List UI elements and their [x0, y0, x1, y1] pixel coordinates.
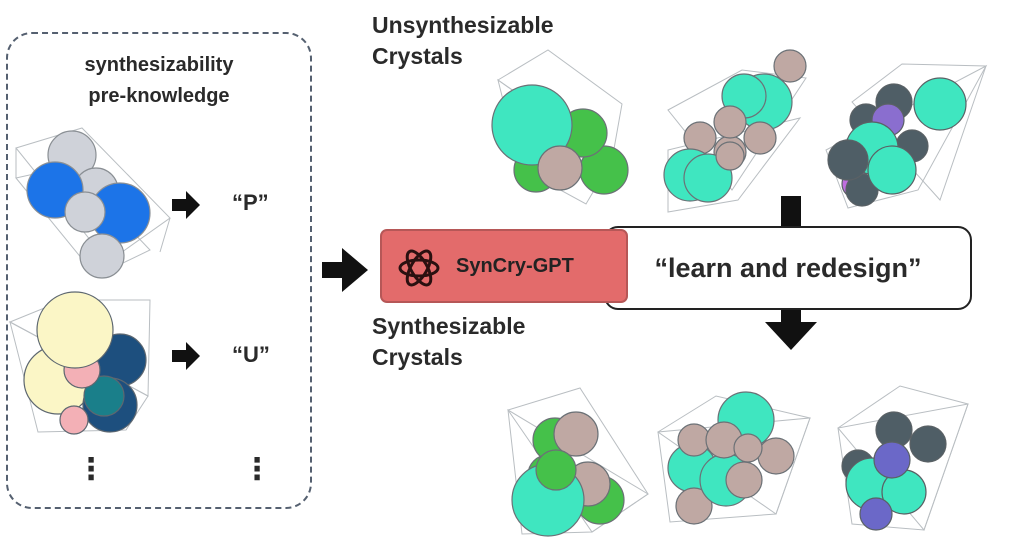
- crystal-u: [8, 291, 151, 435]
- label-p: “P”: [232, 190, 269, 215]
- crystal-unsynth-2: [663, 49, 807, 213]
- learn-redesign-box: [604, 226, 972, 310]
- crystal-synth-1: [507, 387, 649, 537]
- panel-title: synthesizability pre-knowledge: [6, 50, 312, 112]
- synthesizable-heading-line2: Crystals: [372, 344, 463, 370]
- synthesizable-heading: Synthesizable Crystals: [372, 311, 525, 373]
- arrow-down-to-redesign: [781, 196, 801, 230]
- arrow-to-u: [172, 342, 200, 370]
- synthesizable-heading-line1: Synthesizable: [372, 313, 526, 339]
- unsynthesizable-heading-line2: Crystals: [372, 43, 463, 69]
- crystal-synth-3: [837, 385, 969, 531]
- ellipsis-right: ⋮: [242, 453, 272, 486]
- arrow-down-to-synthesizable: [765, 308, 817, 350]
- crystal-unsynth-3: [825, 63, 988, 209]
- ellipsis-left: ⋮: [76, 453, 106, 486]
- crystal-synth-2: [657, 391, 811, 525]
- unsynthesizable-heading-line1: Unsynthesizable: [372, 12, 554, 38]
- learn-redesign-label: “learn and redesign”: [654, 253, 922, 283]
- panel-title-line2: pre-knowledge: [88, 85, 230, 107]
- crystal-p: [15, 127, 171, 279]
- label-u: “U”: [232, 342, 270, 367]
- syncry-gpt-label: SynCry-GPT: [456, 255, 574, 277]
- syncry-gpt-box: [380, 229, 628, 303]
- panel-title-line1: synthesizability: [84, 54, 234, 76]
- pre-knowledge-panel: [6, 32, 312, 509]
- unsynthesizable-heading: Unsynthesizable Crystals: [372, 10, 554, 72]
- arrow-to-model: [322, 248, 368, 292]
- arrow-to-p: [172, 191, 200, 219]
- syncry-gpt-logo: [398, 249, 440, 287]
- crystal-unsynth-1: [491, 49, 629, 205]
